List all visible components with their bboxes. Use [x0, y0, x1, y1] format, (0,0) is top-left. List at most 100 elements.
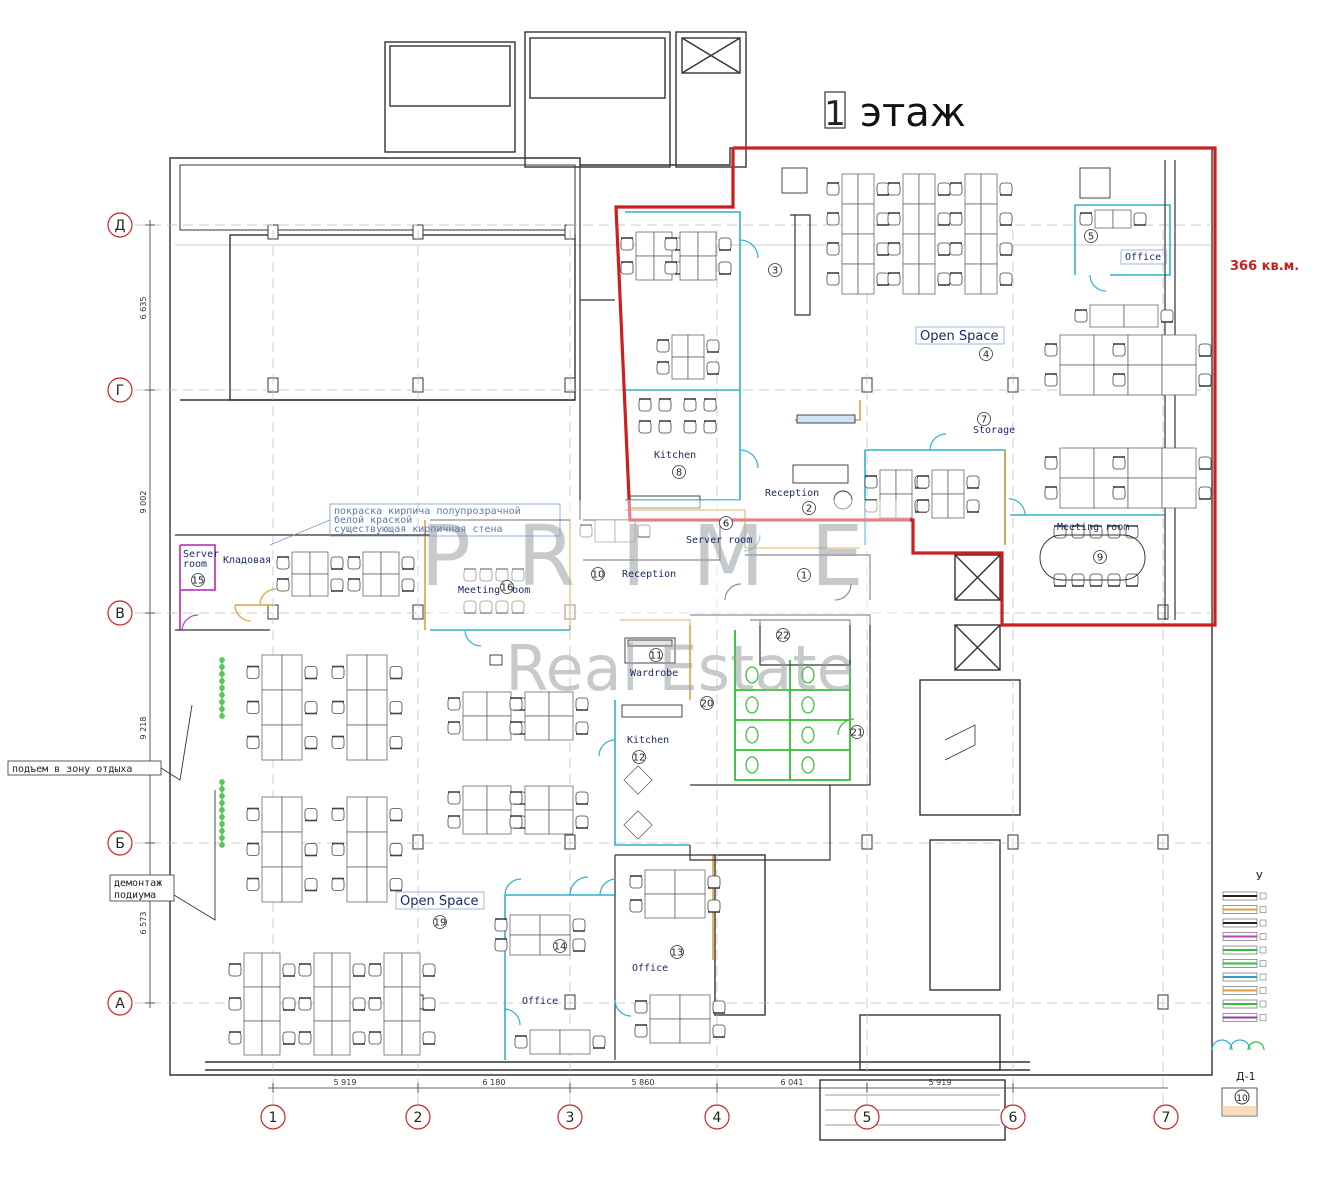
kitchen-table	[623, 810, 653, 840]
chair	[949, 182, 963, 196]
desk	[918, 263, 936, 295]
planter-beads	[219, 657, 225, 848]
desk	[679, 255, 699, 281]
chair	[579, 524, 593, 538]
desk	[486, 785, 512, 811]
desk	[291, 551, 311, 575]
dim-bottom-2: 6 180	[483, 1078, 506, 1087]
chair	[422, 1031, 436, 1045]
desk	[895, 469, 913, 495]
chair	[656, 339, 670, 353]
desk	[902, 173, 920, 205]
room-number-circle-kitchen-8	[672, 465, 686, 479]
room-number-room-22: 22	[777, 631, 790, 642]
legend-box-2	[1259, 919, 1267, 927]
kitchen-table	[623, 765, 653, 795]
room-label-open-space-4: Open Space	[920, 329, 998, 344]
desk	[841, 203, 859, 235]
chair	[514, 1035, 528, 1049]
room-number-circle-wardrobe-11	[649, 648, 663, 662]
desk	[1059, 364, 1095, 396]
desk	[649, 1018, 681, 1044]
desk	[539, 914, 571, 936]
desk	[261, 986, 281, 1022]
chair	[937, 212, 951, 226]
note-paint-3: существующая кирпичная стена	[334, 524, 503, 535]
planter-bead	[219, 779, 225, 785]
room-number-circle-room-3	[768, 263, 782, 277]
chair	[282, 997, 296, 1011]
chair	[1044, 343, 1058, 357]
desk	[879, 469, 897, 495]
legend-num: 10	[1236, 1094, 1248, 1104]
planter-bead	[219, 786, 225, 792]
annotation-demount: демонтаж подиума	[109, 790, 216, 921]
dim-left-1: 6 635	[139, 297, 148, 320]
chair	[712, 1000, 726, 1014]
desk	[1112, 209, 1132, 229]
toilet	[801, 756, 815, 774]
annotation-rise: подъем в зону отдыха	[7, 704, 193, 781]
chair	[246, 842, 260, 856]
chair	[389, 843, 403, 857]
chair	[916, 475, 930, 489]
desk	[243, 1020, 263, 1056]
room-label-server-room-6: Server room	[686, 535, 752, 546]
area-label: 366 кв.м.	[1230, 259, 1299, 274]
desk	[964, 203, 982, 235]
legend-box-1	[1259, 906, 1267, 913]
chair	[1044, 373, 1058, 387]
fixtures	[489, 167, 1146, 718]
planter-bead	[219, 842, 225, 848]
chair	[246, 735, 260, 749]
chair	[876, 182, 890, 196]
door-swings	[181, 239, 1107, 1026]
row-axis-b: Б	[115, 836, 125, 852]
desk	[1093, 334, 1129, 366]
room-number-circle-room-21	[850, 725, 864, 739]
room-number-open-space-19: 19	[434, 918, 447, 929]
desk	[1059, 447, 1095, 479]
chair	[352, 997, 366, 1011]
chair	[592, 1035, 606, 1049]
desk	[964, 233, 982, 265]
room-label-kladovaya: Кладовая	[223, 555, 271, 566]
column-axis-markers	[260, 1104, 1179, 1130]
desk	[1094, 209, 1114, 229]
row-axis-d: Д	[115, 218, 126, 234]
chair	[634, 1000, 648, 1014]
chair	[509, 791, 523, 805]
desk	[1127, 364, 1163, 396]
chair	[664, 261, 678, 275]
chair	[304, 666, 318, 680]
desk	[918, 173, 936, 205]
chair	[228, 963, 242, 977]
desk	[524, 785, 550, 811]
room-label-office-5: Office	[1125, 252, 1161, 263]
desk	[1127, 447, 1163, 479]
chair	[1112, 486, 1126, 500]
chair	[949, 242, 963, 256]
desk	[644, 869, 676, 895]
floor-digit: 1	[824, 94, 846, 134]
col-axis-7: 7	[1162, 1110, 1171, 1126]
row-axis-g: Г	[116, 383, 125, 399]
legend-box-7	[1259, 987, 1267, 994]
desk	[261, 654, 283, 691]
legend: У Д-1 10	[1211, 870, 1267, 1117]
planter-bead	[219, 678, 225, 684]
chair	[826, 272, 840, 286]
room-number-circle-server-room-6	[719, 516, 733, 530]
planter-bead	[219, 814, 225, 820]
room-label-box-office-5	[1120, 249, 1167, 265]
chair	[509, 721, 523, 735]
chair	[620, 261, 634, 275]
desk	[524, 809, 550, 835]
desk	[964, 263, 982, 295]
desk	[462, 809, 488, 835]
chair	[347, 556, 361, 570]
room-label-reception-10: Reception	[622, 569, 676, 580]
col-axis-4: 4	[713, 1110, 722, 1126]
chair	[937, 182, 951, 196]
dim-left-3: 9 218	[139, 717, 148, 740]
